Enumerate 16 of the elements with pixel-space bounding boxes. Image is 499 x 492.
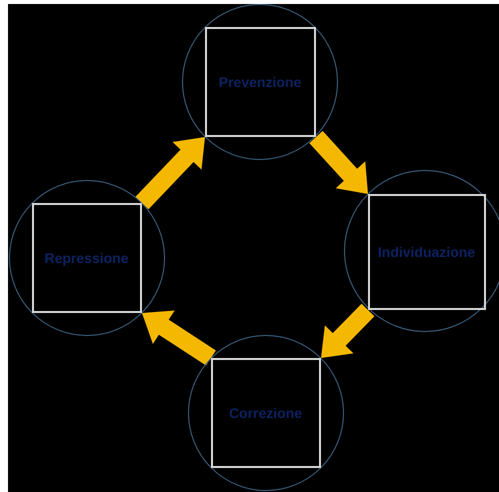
square-box [368,194,486,310]
block-arrow [142,310,216,366]
square-box [210,358,320,468]
block-arrow [136,137,205,210]
circle-outline [9,180,165,336]
stage-label: Repressione [44,250,129,266]
stage-label: Individuazione [378,244,476,260]
stage-label: Prevenzione [218,74,302,90]
square-box [204,26,316,136]
circle-outline [188,335,344,491]
circle-outline [182,4,338,160]
block-arrow [309,130,368,194]
circle-outline [344,170,499,332]
stage-label: Correzione [228,404,302,420]
block-arrow [321,304,374,358]
square-box [32,202,142,312]
